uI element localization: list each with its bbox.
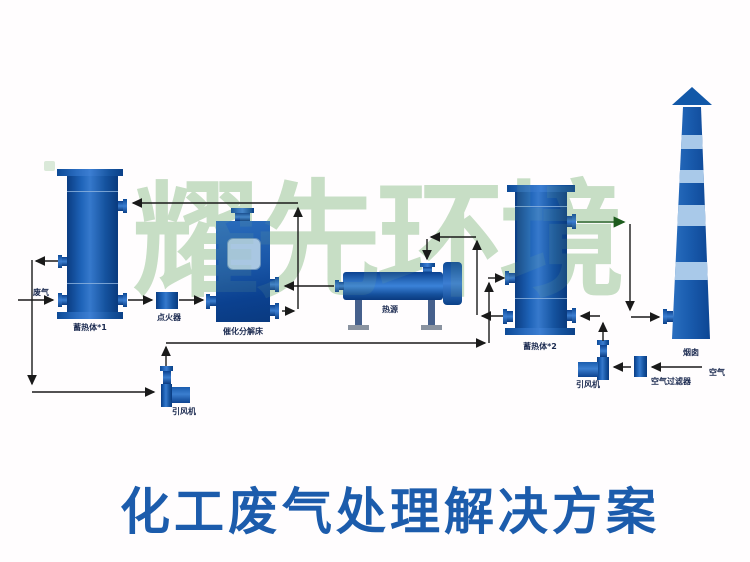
regenerator2-body: [515, 192, 567, 328]
heat-source-end-flange: [443, 262, 462, 305]
regenerator1-body: [67, 176, 118, 312]
air-label: 空气: [709, 368, 725, 377]
fan1-label: 引风机: [172, 407, 196, 416]
regenerator2-bottom-flange: [505, 328, 575, 335]
regenerator1-top-flange: [57, 169, 123, 176]
catalytic-bed-label: 催化分解床: [223, 327, 263, 336]
fan2-label: 引风机: [576, 380, 600, 389]
fan2-body: [597, 357, 609, 380]
catalytic-bed-body: [216, 221, 270, 322]
chimney-label: 烟囱: [683, 348, 699, 357]
air-filter-box: [634, 356, 647, 377]
heat-source-leg: [355, 300, 362, 325]
heat-source-leg: [428, 300, 435, 325]
regenerator1-label: 蓄热体*1: [73, 323, 107, 332]
chimney-cap: [672, 87, 712, 105]
igniter-label: 点火器: [157, 313, 181, 322]
regenerator1-bottom-flange: [57, 312, 123, 319]
page-title: 化工废气处理解决方案: [120, 482, 660, 541]
catalytic-bed-top-flange: [231, 208, 254, 213]
chimney: [672, 87, 712, 339]
catalytic-bed-window: [227, 238, 261, 270]
watermark-overlay: 耀先环境: [133, 167, 625, 315]
heat-source-foot: [348, 325, 369, 330]
watermark-fragment: [44, 161, 55, 171]
heat-source-label: 热源: [382, 305, 398, 314]
fan1-body: [161, 384, 172, 407]
fan2-housing: [578, 362, 598, 377]
heat-source-foot: [421, 325, 442, 330]
regenerator2-label: 蓄热体*2: [523, 342, 557, 351]
waste-gas-label: 废气: [33, 288, 49, 297]
heat-source-body: [343, 272, 443, 300]
regenerator2-top-flange: [507, 185, 575, 192]
fan1-housing: [172, 387, 190, 403]
igniter-box: [156, 292, 178, 309]
air-filter-label: 空气过滤器: [651, 377, 691, 386]
